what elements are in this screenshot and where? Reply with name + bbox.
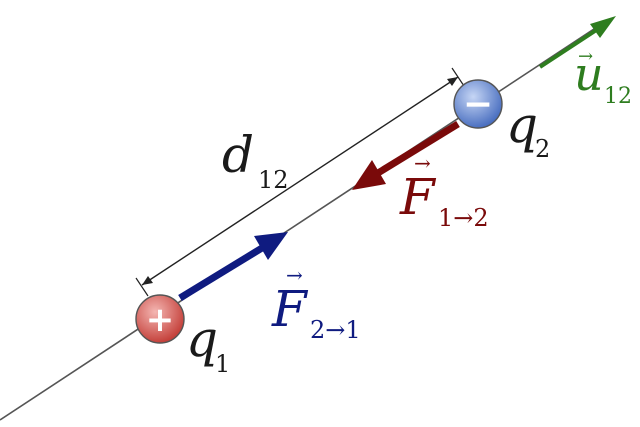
q2-subscript: 2 [535, 135, 550, 163]
f12-vector-shaft [376, 121, 460, 176]
u12-subscript: 12 [604, 84, 632, 109]
label-d12: d 12 [222, 126, 289, 194]
f12-vector-arrowhead [352, 160, 386, 190]
d12-subscript: 12 [258, 166, 289, 194]
distance-arrowhead-end [447, 77, 458, 86]
q1-subscript: 1 [215, 350, 230, 378]
u12-vector-arrowhead [590, 16, 616, 38]
q2-sign-glyph: − [463, 84, 493, 125]
distance-tick-q1 [135, 277, 149, 297]
label-f21: → F 2→1 [271, 263, 361, 344]
f12-subscript: 1→2 [438, 204, 489, 232]
distance-arrowhead-start [142, 276, 153, 285]
label-q2: q 2 [506, 96, 550, 163]
f21-vector-arrow: → [286, 263, 303, 287]
f12-vector-arrow: → [414, 151, 431, 175]
distance-tick-q2 [451, 67, 465, 87]
label-f12: → F 1→2 [399, 151, 489, 232]
q2-symbol: q [506, 96, 538, 154]
f21-vector-shaft [178, 245, 264, 301]
distance-dimension-line [141, 76, 459, 286]
label-u12: → u 12 [574, 46, 632, 109]
u12-vector-arrow: → [578, 46, 593, 67]
u12-symbol: u [574, 47, 604, 101]
u12-vector-shaft [538, 27, 600, 69]
axis-line [0, 24, 601, 421]
q1-symbol: q [186, 310, 218, 368]
f21-subscript: 2→1 [310, 316, 361, 344]
d12-symbol: d [222, 126, 254, 184]
q1-sign-glyph: + [146, 300, 175, 340]
f12-symbol: F [399, 168, 437, 226]
charge-q2: − [453, 79, 503, 129]
charge-q1: + [135, 294, 185, 344]
f21-vector-arrowhead [254, 232, 288, 260]
f21-symbol: F [271, 280, 309, 338]
label-q1: q 1 [186, 310, 230, 378]
